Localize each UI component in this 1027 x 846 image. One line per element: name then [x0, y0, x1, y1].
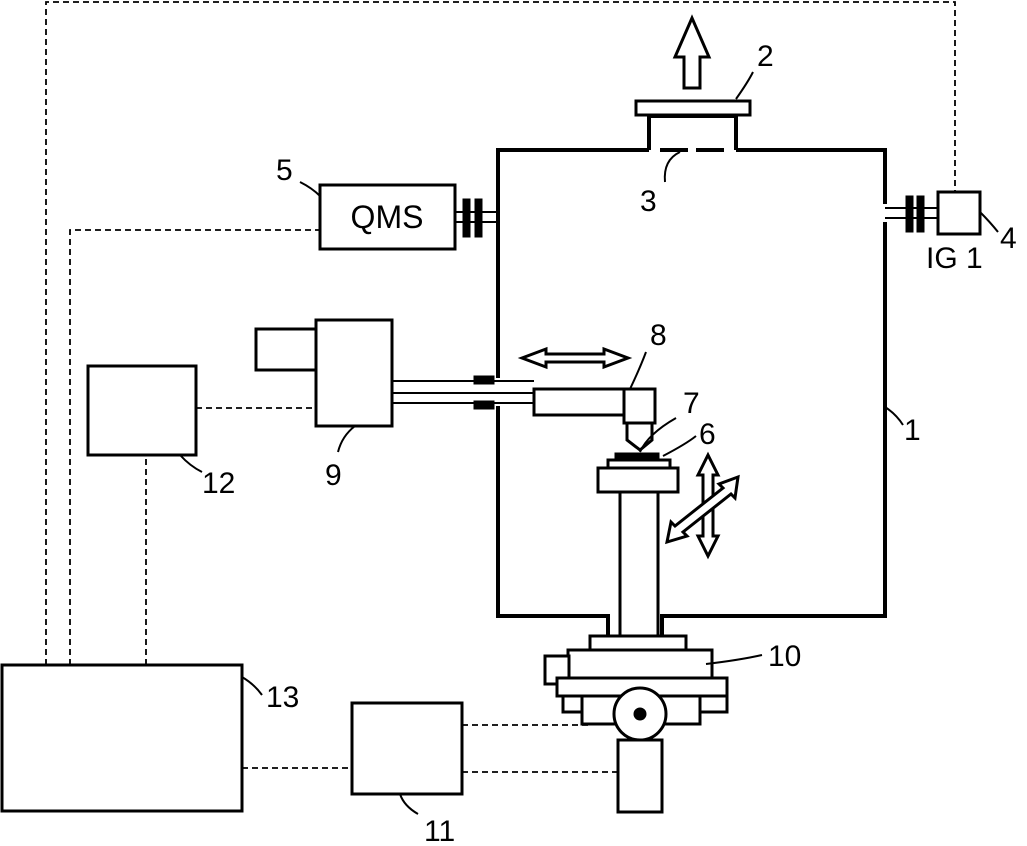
- ig-box: [936, 190, 982, 236]
- stage-plate: [596, 466, 680, 494]
- label-1: 1: [904, 414, 921, 447]
- qms-flange-left: [462, 198, 471, 238]
- computer-13: [0, 663, 244, 813]
- manipulator-shaft: [392, 380, 534, 404]
- vacuum-chamber: [496, 14, 887, 636]
- stage-motor-hub: [633, 707, 647, 721]
- feedthrough-bottom: [473, 400, 495, 410]
- leader-1: [884, 406, 904, 426]
- label-2: 2: [757, 40, 774, 73]
- qms-flange-right: [474, 198, 483, 238]
- arm-head: [622, 387, 657, 425]
- ig-flange-right: [916, 195, 925, 233]
- qms-signal-line: [69, 229, 320, 665]
- leader-4: [979, 211, 999, 233]
- label-10: 10: [768, 640, 801, 673]
- label-4: 4: [1000, 222, 1017, 255]
- stage-block-upper: [566, 648, 714, 680]
- probe-7: [625, 421, 654, 452]
- pump-port: [647, 114, 738, 150]
- label-6: 6: [699, 418, 716, 451]
- leader-6: [662, 435, 697, 457]
- manipulator-9: [254, 318, 657, 452]
- leader-9: [337, 425, 356, 453]
- leader-8: [629, 351, 647, 390]
- qms-label: QMS: [351, 199, 424, 235]
- qms-5: QMS: [318, 183, 498, 251]
- leader-12: [179, 454, 203, 473]
- label-9: 9: [325, 459, 342, 492]
- controller-11: [350, 701, 464, 796]
- xyz-stage-10: [543, 634, 729, 814]
- leader-13: [241, 676, 263, 696]
- part-labels: 2 3 4 5 1 8 7 6 9 12 13 11 10: [202, 40, 1017, 846]
- pump-flange-2: [634, 99, 752, 117]
- leader-lines: [179, 71, 999, 815]
- leader-3: [663, 151, 681, 183]
- label-3: 3: [640, 185, 657, 218]
- label-5: 5: [276, 154, 293, 187]
- leader-10: [705, 654, 763, 665]
- controller-12: [86, 364, 198, 457]
- ion-gauge-4: IG 1: [885, 190, 983, 275]
- ig-flange-left: [905, 195, 914, 233]
- stage-column: [618, 490, 660, 640]
- feedthrough-top: [473, 375, 495, 385]
- signal-lines: [45, 1, 956, 773]
- leader-5: [299, 181, 321, 197]
- ig-label: IG 1: [926, 242, 983, 275]
- label-12: 12: [202, 467, 235, 500]
- manipulator-motor: [254, 327, 318, 372]
- sample-stage: [596, 451, 740, 640]
- label-13: 13: [266, 681, 299, 714]
- qms-box: [318, 183, 457, 251]
- leader-11: [399, 793, 419, 815]
- stage-base-plate: [588, 634, 688, 652]
- label-7: 7: [683, 387, 700, 420]
- leader-7: [639, 417, 677, 453]
- horizontal-motion-arrow: [517, 346, 633, 370]
- manipulator-body: [314, 318, 394, 428]
- ig-signal-line: [45, 1, 956, 665]
- stage-motor: [616, 738, 664, 814]
- label-11: 11: [424, 815, 455, 846]
- diagonal-motion-arrow: [665, 474, 740, 545]
- label-8: 8: [650, 319, 667, 352]
- leader-2: [735, 71, 754, 100]
- controllers: [0, 364, 464, 813]
- exhaust-arrow: [672, 14, 712, 90]
